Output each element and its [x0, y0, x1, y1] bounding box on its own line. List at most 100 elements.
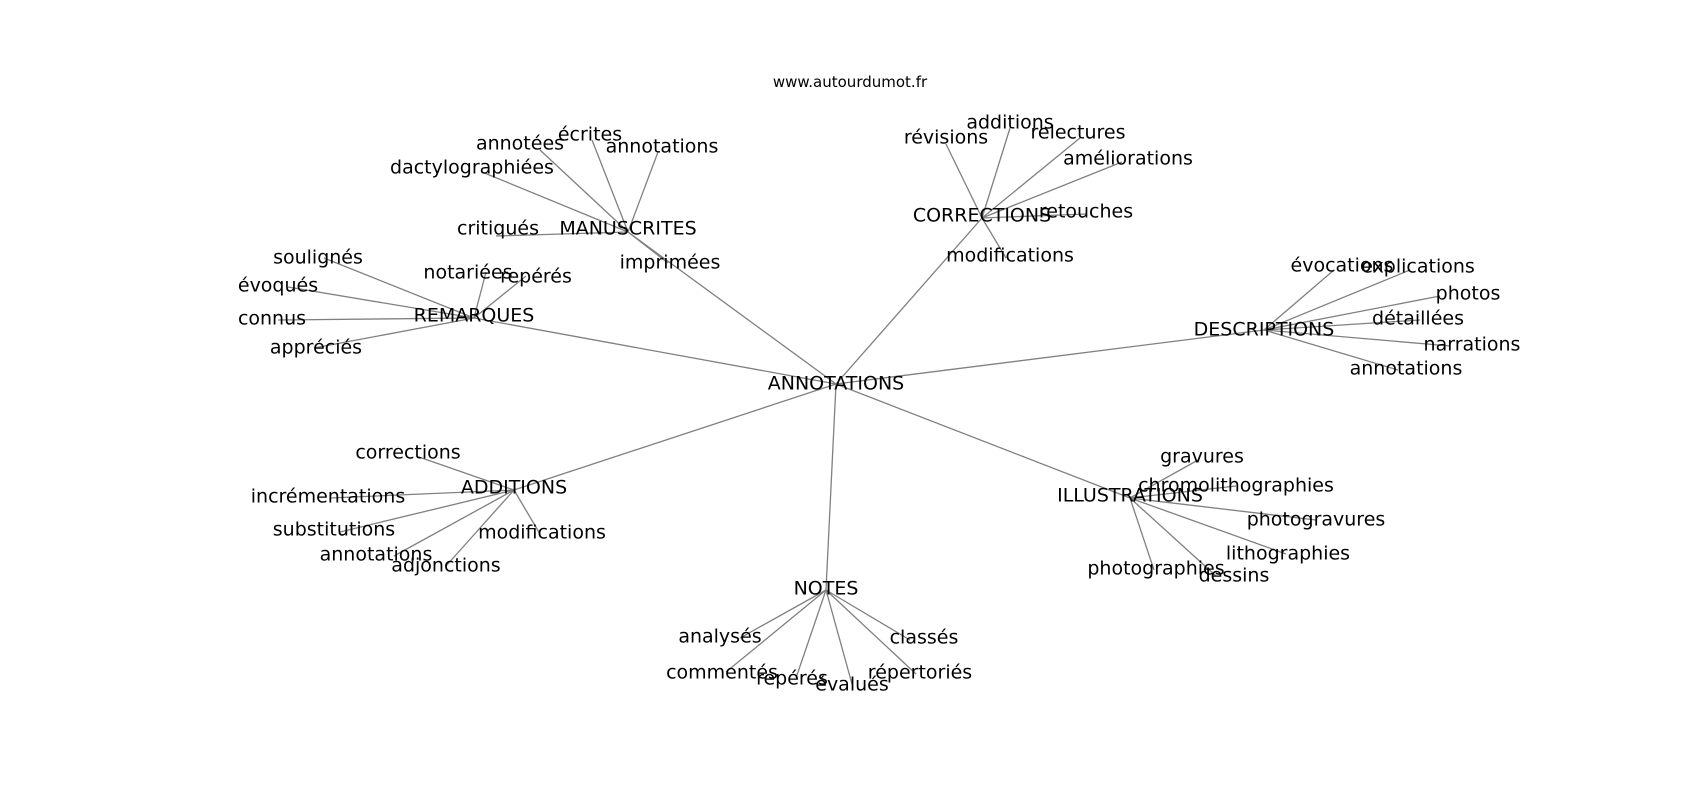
leaf-node-analyses: analysés [678, 626, 761, 648]
edge-corrections-retouches [981, 213, 1087, 219]
hub-node-corrections: CORRECTIONS [913, 205, 1051, 227]
edge-descriptions-explications [1263, 269, 1411, 331]
edge-center-additions [513, 383, 837, 491]
edge-remarques-soulignes [323, 257, 475, 319]
edge-center-illustrations [835, 383, 1131, 499]
edge-notes-reperes [795, 589, 827, 679]
hub-node-remarques: REMARQUES [414, 305, 535, 327]
edge-remarques-apprecies [313, 317, 475, 349]
leaf-node-photographies: photographies [1087, 558, 1224, 580]
leaf-node-relectures: relectures [1031, 122, 1126, 144]
leaf-node-dessins: dessins [1199, 565, 1270, 587]
leaf-node-gravures: gravures [1160, 446, 1244, 468]
leaf-node-soulignes: soulignés [273, 247, 363, 269]
edge-illustrations-chromolithographies [1129, 485, 1237, 499]
leaf-node-commentes: commentés [666, 662, 778, 684]
leaf-node-modifications: modifications [946, 245, 1074, 267]
leaf-node-explications: explications [1361, 256, 1475, 278]
edge-corrections-relectures [981, 137, 1081, 219]
edge-center-corrections [835, 217, 983, 385]
edge-corrections-modifications [981, 217, 1007, 259]
center-node-label: ANNOTATIONS [768, 373, 904, 395]
leaf-node-adjonctions: adjonctions [391, 555, 500, 577]
edge-additions-incrementations [329, 489, 515, 499]
edge-illustrations-gravures [1129, 459, 1199, 499]
edge-descriptions-evocations [1263, 269, 1335, 331]
leaf-node-retouches: retouches [1039, 201, 1133, 223]
leaf-node-ameliorations: améliorations [1063, 148, 1193, 170]
edge-corrections-revisions [945, 143, 983, 219]
hub-node-illustrations: ILLUSTRATIONS [1057, 485, 1203, 507]
edge-illustrations-lithographies [1129, 497, 1287, 555]
edge-center-remarques [473, 317, 837, 385]
edge-descriptions-detaillees [1263, 319, 1421, 331]
leaf-node-imprimees: imprimées [620, 252, 721, 274]
hub-node-descriptions: DESCRIPTIONS [1194, 319, 1335, 341]
edge-descriptions-annotations [1263, 329, 1399, 371]
edge-remarques-reperes [473, 275, 527, 319]
edge-corrections-ameliorations [981, 161, 1123, 219]
leaf-node-repertories: répertoriés [868, 662, 972, 684]
edge-manuscrites-ecrites [591, 139, 629, 233]
edge-remarques-evoques [287, 286, 475, 319]
leaf-node-annotees: annotées [476, 133, 564, 155]
leaf-node-substitutions: substitutions [273, 519, 395, 541]
edge-notes-analyses [739, 589, 827, 639]
edge-illustrations-dessins [1129, 497, 1217, 577]
leaf-node-revisions: révisions [904, 127, 988, 149]
edge-additions-substitutions [339, 489, 515, 533]
edge-descriptions-narrations [1263, 329, 1451, 347]
edge-remarques-connus [277, 317, 475, 321]
edge-corrections-additions [981, 127, 1011, 219]
edge-manuscrites-dactylographiees [481, 171, 629, 233]
edge-manuscrites-annotees [539, 149, 629, 233]
edge-manuscrites-annotations [627, 151, 659, 233]
edge-center-notes [825, 383, 837, 591]
leaf-node-chromolithographies: chromolithographies [1138, 475, 1334, 497]
leaf-node-apprecies: appréciés [270, 337, 362, 359]
edge-notes-commentes [725, 589, 827, 673]
edge-additions-corrections [415, 455, 515, 491]
leaf-node-evocations: évocations [1291, 255, 1394, 277]
leaf-node-reperes: repérés [756, 668, 828, 690]
leaf-node-annotations: annotations [320, 544, 433, 566]
hub-node-notes: NOTES [794, 578, 859, 600]
hub-node-manuscrites: MANUSCRITES [559, 218, 696, 240]
edge-descriptions-photos [1263, 295, 1441, 331]
leaf-node-dactylographiees: dactylographiées [390, 157, 554, 179]
leaf-node-notariees: notariées [423, 262, 512, 284]
leaf-node-reperes: repérés [500, 266, 572, 288]
edge-manuscrites-imprimees [627, 231, 669, 264]
leaf-node-detaillees: détaillées [1372, 308, 1464, 330]
leaf-node-evoques: évoqués [238, 275, 318, 297]
leaf-node-incrementations: incrémentations [251, 486, 405, 508]
leaf-node-connus: connus [238, 308, 306, 330]
source-url: www.autourdumot.fr [772, 73, 928, 91]
edge-notes-evalues [825, 589, 853, 685]
leaf-node-annotations: annotations [606, 136, 719, 158]
edge-notes-classes [825, 589, 911, 641]
leaf-node-photogravures: photogravures [1247, 509, 1386, 531]
leaf-node-modifications: modifications [478, 522, 606, 544]
edge-additions-modifications [513, 489, 541, 535]
hub-node-additions: ADDITIONS [461, 477, 567, 499]
leaf-node-narrations: narrations [1424, 334, 1521, 356]
leaf-node-photos: photos [1436, 283, 1501, 305]
leaf-node-lithographies: lithographies [1226, 543, 1350, 565]
edges [277, 127, 1451, 685]
leaf-node-ecrites: écrites [558, 124, 622, 146]
edge-notes-repertories [825, 589, 917, 675]
edge-center-manuscrites [627, 231, 837, 385]
edge-remarques-notariees [473, 271, 487, 319]
edge-illustrations-photogravures [1129, 497, 1317, 521]
edge-additions-adjonctions [445, 489, 515, 567]
edge-manuscrites-critiques [495, 231, 629, 237]
leaf-node-critiques: critiqués [457, 218, 539, 240]
edge-additions-annotations [393, 489, 515, 557]
leaf-node-annotations: annotations [1350, 358, 1463, 380]
edge-center-descriptions [835, 329, 1265, 385]
leaf-node-classes: classés [890, 627, 959, 649]
leaf-node-additions: additions [966, 112, 1053, 134]
leaf-node-corrections: corrections [355, 442, 460, 464]
